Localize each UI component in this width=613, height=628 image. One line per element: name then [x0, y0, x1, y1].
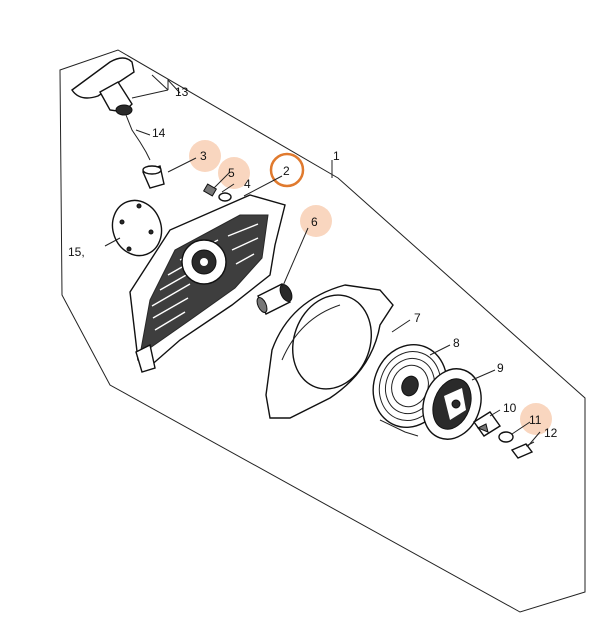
pawl-part[interactable]: [472, 411, 502, 437]
label-part-2[interactable]: 2: [283, 164, 290, 178]
sleeve-pin-part[interactable]: [255, 283, 294, 315]
spring-pin-part[interactable]: [510, 441, 535, 459]
gasket-disc-part[interactable]: [105, 193, 169, 262]
label-part-3[interactable]: 3: [200, 149, 207, 163]
starter-grip-part[interactable]: [71, 57, 135, 116]
rope-guide-bushing-part[interactable]: [142, 165, 165, 189]
label-part-13[interactable]: 13: [175, 85, 189, 99]
label-part-9[interactable]: 9: [497, 361, 504, 375]
label-part-14[interactable]: 14: [152, 126, 166, 140]
label-part-8[interactable]: 8: [453, 336, 460, 350]
selected-marker-2[interactable]: [269, 152, 305, 188]
label-part-7[interactable]: 7: [414, 311, 421, 325]
label-part-15[interactable]: 15,: [68, 245, 85, 259]
fan-housing-part[interactable]: [129, 194, 286, 373]
bolt-part[interactable]: [202, 183, 218, 197]
starter-cover-part[interactable]: [265, 284, 394, 419]
rope-rotor-part[interactable]: [413, 361, 490, 448]
label-part-12[interactable]: 12: [544, 426, 558, 440]
washer-part[interactable]: [218, 192, 232, 202]
highlight-marker-11[interactable]: [520, 403, 552, 435]
label-part-11[interactable]: 11: [529, 413, 542, 427]
label-part-1: 1: [333, 149, 340, 163]
label-part-5[interactable]: 5: [228, 166, 235, 180]
label-part-4[interactable]: 4: [244, 177, 251, 191]
assembly-outline: [59, 49, 586, 613]
label-part-6[interactable]: 6: [311, 215, 318, 229]
spring-clip-part[interactable]: [498, 431, 514, 443]
highlight-marker-3[interactable]: [189, 140, 221, 172]
label-part-10[interactable]: 10: [503, 401, 517, 415]
highlight-marker-5[interactable]: [218, 157, 250, 189]
leader-lines: [104, 74, 541, 447]
starter-rope-part[interactable]: [125, 114, 151, 161]
